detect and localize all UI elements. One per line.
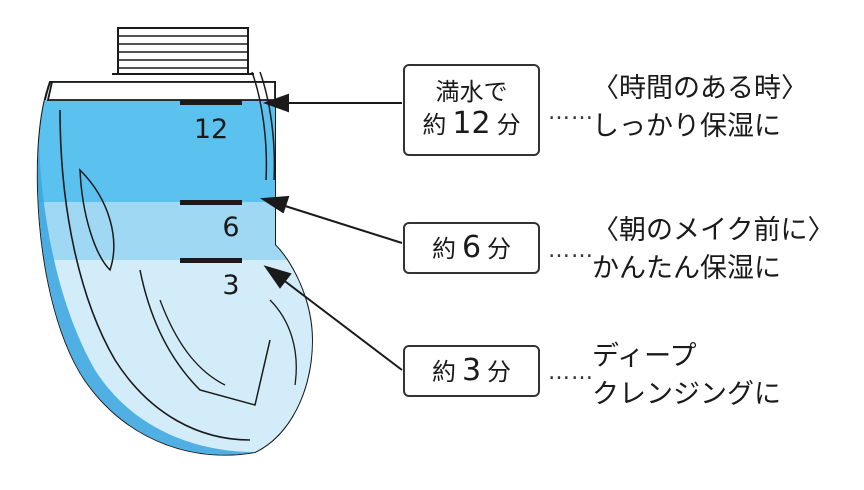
level-label-12: 12 [194,114,228,145]
water-level-6 [37,202,312,260]
callout-box-full-prefix: 約 [422,111,447,140]
callout-desc-3: ディープ クレンジングに [592,338,781,414]
callout-box-6: 約 6 分 [403,222,540,274]
callout-desc-6-text: かんたん保湿に [592,253,781,284]
callout-dots-3: …… [548,360,594,385]
arrow-6 [281,204,403,244]
level-mark-12 [180,100,242,105]
callout-dots-full: …… [548,100,594,125]
arrow-3 [281,278,403,371]
level-mark-3 [180,258,242,263]
shell-left-band [37,100,255,455]
tank-top-band [46,81,276,101]
callout-arrows [259,93,403,371]
callout-box-3: 約 3 分 [403,345,540,397]
callout-desc-6: 〈朝のメイク前に〉 かんたん保湿に [592,212,834,288]
callout-desc-full-title: 〈時間のある時〉 [592,73,808,104]
callout-desc-3-title: ディープ [592,341,697,372]
callout-box-3-suffix: 分 [487,358,512,386]
callout-box-6-number: 6 [461,230,482,265]
callout-desc-full-text: しっかり保湿に [592,111,781,142]
callout-dots-6: …… [548,238,594,263]
callout-box-6-prefix: 約 [431,235,456,263]
callout-box-6-suffix: 分 [487,235,512,263]
callout-desc-3-text: クレンジングに [592,379,781,410]
water-level-full [37,100,312,202]
level-label-6: 6 [222,212,239,243]
tank-neck [112,27,254,75]
callout-box-3-prefix: 約 [431,358,456,386]
callout-box-full-line1: 満水で [435,77,508,106]
callout-box-3-number: 3 [461,353,482,388]
callout-box-full: 満水で 約 12 分 [403,64,540,156]
callout-desc-6-title: 〈朝のメイク前に〉 [592,215,835,246]
level-mark-6 [180,200,242,205]
callout-desc-full: 〈時間のある時〉 しっかり保湿に [592,70,808,146]
callout-box-full-number: 12 [452,106,491,142]
level-label-3: 3 [222,270,239,301]
callout-box-full-suffix: 分 [496,111,521,140]
